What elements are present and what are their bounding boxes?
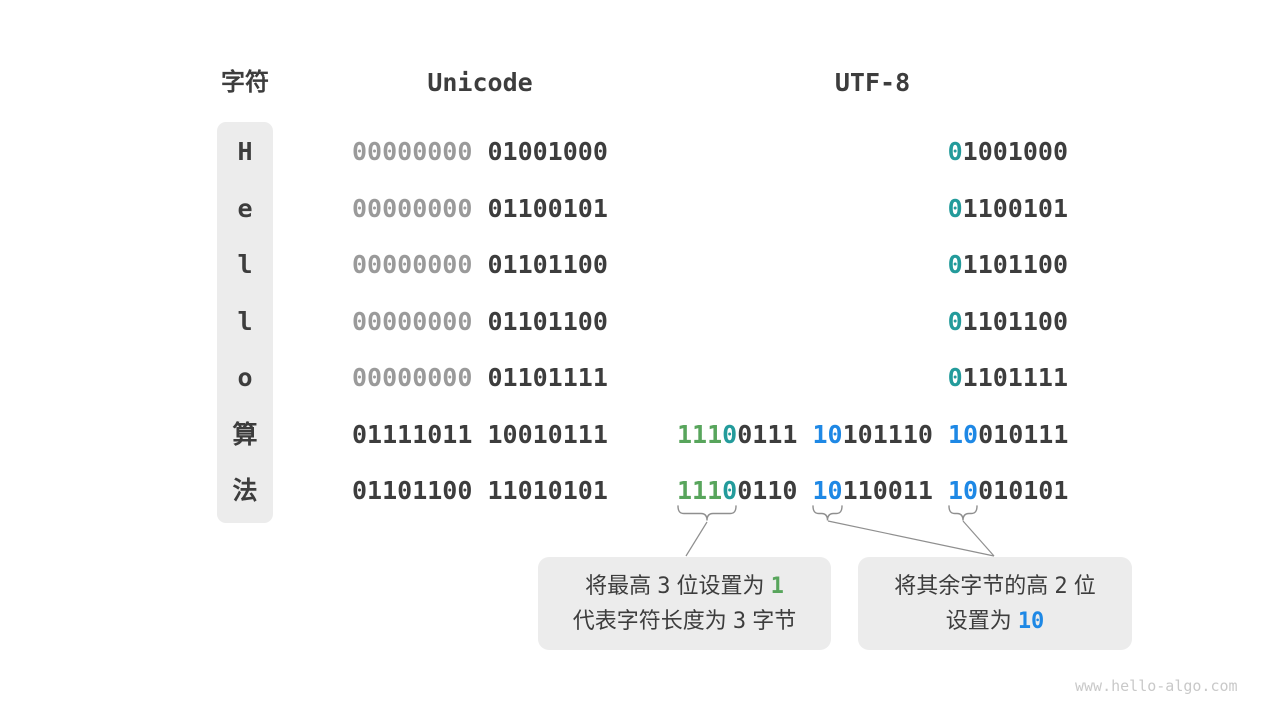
utf8-binary-cell: 01101100 — [947, 306, 1068, 336]
column-header-character: 字符 — [221, 69, 269, 96]
utf8-binary-cell: 11100111 10101110 10010111 — [677, 419, 1069, 449]
underbrace-byte2-prefix — [812, 505, 843, 521]
callout-connector-lines — [685, 520, 995, 557]
unicode-binary-cell: 00000000 01001000 — [352, 137, 608, 166]
character-cell: H — [237, 137, 253, 166]
table-row: o 00000000 01101111 01101111 — [0, 363, 1280, 393]
callout-continuation-bits: 将其余字节的高 2 位设置为 10 — [858, 557, 1132, 650]
character-cell: 法 — [232, 476, 258, 505]
column-header-utf8: UTF-8 — [834, 68, 911, 97]
unicode-binary-cell: 00000000 01101100 — [352, 250, 608, 279]
callout-text-line: 将最高 3 位设置为 1 — [585, 572, 784, 599]
character-column-background — [217, 122, 273, 523]
character-cell: o — [237, 363, 253, 392]
character-cell: 算 — [232, 419, 258, 449]
table-row: H 00000000 01001000 01001000 — [0, 137, 1280, 167]
unicode-binary-cell: 01111011 10010111 — [352, 419, 608, 449]
utf8-binary-cell: 11100110 10110011 10010101 — [677, 476, 1069, 505]
unicode-binary-cell: 00000000 01100101 — [352, 193, 608, 223]
character-cell: e — [237, 193, 253, 223]
underbrace-byte3-prefix — [948, 505, 978, 521]
table-row: l 00000000 01101100 01101100 — [0, 250, 1280, 280]
utf8-binary-cell: 01100101 — [947, 193, 1068, 223]
utf8-binary-cell: 01001000 — [947, 137, 1068, 166]
character-cell: l — [237, 306, 253, 336]
table-row: 法 01101100 11010101 11100110 10110011 1001… — [0, 476, 1280, 506]
table-row: 算 01111011 10010111 11100111 10101110 1001… — [0, 420, 1280, 450]
table-row: e 00000000 01100101 01100101 — [0, 194, 1280, 224]
column-header-unicode: Unicode — [427, 68, 533, 97]
callout-text-line: 将其余字节的高 2 位 — [894, 572, 1096, 599]
utf8-binary-cell: 01101111 — [947, 363, 1068, 392]
unicode-binary-cell: 01101100 11010101 — [352, 476, 608, 505]
unicode-binary-cell: 00000000 01101111 — [352, 363, 608, 392]
table-row: l 00000000 01101100 01101100 — [0, 307, 1280, 337]
callout-text-line: 设置为 10 — [945, 607, 1045, 634]
watermark: www.hello-algo.com — [1075, 677, 1238, 695]
character-cell: l — [237, 250, 253, 279]
callout-text-line: 代表字符长度为 3 字节 — [572, 607, 797, 634]
unicode-binary-cell: 00000000 01101100 — [352, 306, 608, 336]
underbrace-leading-bits — [677, 505, 737, 521]
utf8-binary-cell: 01101100 — [947, 250, 1068, 279]
callout-leading-bits: 将最高 3 位设置为 1 代表字符长度为 3 字节 — [538, 557, 831, 650]
